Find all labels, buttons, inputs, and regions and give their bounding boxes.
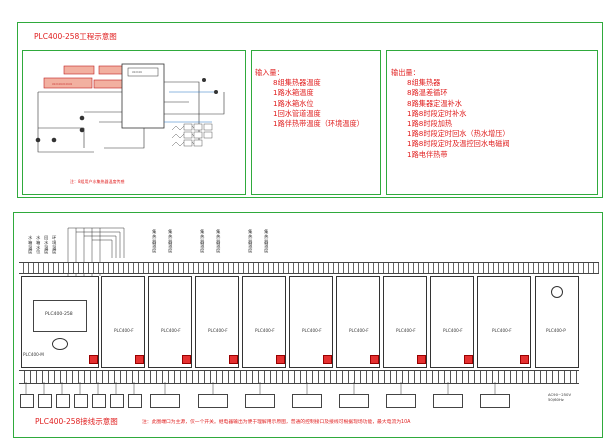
- svg-text:▭▭▭: ▭▭▭: [132, 70, 142, 74]
- schematic-title: PLC400-258工程示意图: [34, 32, 117, 41]
- sensor-label: 水箱温度: [28, 235, 33, 255]
- output-device: [292, 394, 322, 408]
- top-terminal-strip: [19, 262, 599, 274]
- output-device: [198, 394, 228, 408]
- input-item: 8组集热器温度: [273, 78, 321, 88]
- status-led-icon: [182, 355, 191, 364]
- extension-module: [148, 276, 192, 368]
- ext-module-label: PLC400-F: [492, 328, 512, 333]
- input-item: 1路水箱水位: [273, 98, 314, 108]
- extension-module: [477, 276, 531, 368]
- extension-module: [430, 276, 474, 368]
- extension-module: [383, 276, 427, 368]
- power-indicator-icon: [551, 286, 563, 298]
- ext-module-label: PLC400-F: [114, 328, 134, 333]
- outputs-heading: 输出量：: [391, 68, 420, 77]
- output-item: 8路温差循环: [407, 88, 448, 98]
- extension-module: [336, 276, 380, 368]
- status-led-icon: [89, 355, 98, 364]
- wiring-caption: PLC400-258接线示意图: [35, 417, 118, 426]
- output-device: [245, 394, 275, 408]
- engineering-schematic: ▭▭▭ ▭▭▭▭▭▭: [35, 63, 225, 153]
- top-frame: [17, 22, 603, 198]
- keypad-icon: [52, 338, 68, 350]
- status-led-icon: [464, 355, 473, 364]
- output-item: 1路电伴热带: [407, 149, 448, 159]
- wiring-frame: [13, 212, 603, 438]
- input-item: 1回水管道温度: [273, 108, 321, 118]
- ext-sensor-label: 集热器温度: [152, 229, 157, 254]
- ext-sensor-label: 集热器温度: [168, 229, 173, 254]
- ext-sensor-label: 集热器温度: [216, 229, 221, 254]
- extension-module: [289, 276, 333, 368]
- output-wiring: [25, 382, 496, 394]
- ext-module-label: PLC400-F: [255, 328, 275, 333]
- status-led-icon: [323, 355, 332, 364]
- input-item: 1路伴热带温度（环境温度）: [273, 119, 364, 129]
- status-led-icon: [370, 355, 379, 364]
- ext-sensor-label: 集热器温度: [264, 229, 269, 254]
- output-device: [92, 394, 106, 408]
- ext-sensor-label: 集热器温度: [200, 229, 205, 254]
- output-device: [480, 394, 510, 408]
- power-module: [535, 276, 579, 368]
- output-device: [20, 394, 34, 408]
- ext-module-label: PLC400-F: [443, 328, 463, 333]
- schematic-panel: [22, 50, 246, 195]
- main-module-screen: [33, 300, 87, 332]
- inputs-heading: 输入量：: [255, 68, 284, 77]
- output-item: 8组集热器: [407, 78, 441, 88]
- inputs-list: 输入量： 8组集热器温度 1路水箱温度 1路水箱水位 1回水管道温度 1路伴热带…: [255, 68, 364, 129]
- ext-module-label: PLC400-F: [161, 328, 181, 333]
- main-module-label: PLC400-258: [45, 312, 73, 317]
- status-led-icon: [276, 355, 285, 364]
- output-device: [150, 394, 180, 408]
- bottom-terminal-strip: [19, 370, 579, 384]
- outputs-list: 输出量： 8组集热器 8路温差循环 8路集器定温补水 1路8时段定时补水 1路8…: [391, 68, 510, 160]
- output-device: [56, 394, 70, 408]
- output-device: [128, 394, 142, 408]
- extension-module: [195, 276, 239, 368]
- status-led-icon: [135, 355, 144, 364]
- sensor-label: 水箱水位: [36, 235, 41, 255]
- main-module-sub: PLC400-M: [23, 352, 44, 357]
- ext-sensor-label: 集热器温度: [248, 229, 253, 254]
- ext-module-label: PLC400-F: [396, 328, 416, 333]
- output-device: [38, 394, 52, 408]
- output-item: 1路8时段定时及温控回水电磁阀: [407, 139, 510, 149]
- sensor-label: 回水温度: [44, 235, 49, 255]
- output-device: [74, 394, 88, 408]
- output-device: [110, 394, 124, 408]
- svg-text:▭▭▭▭▭▭: ▭▭▭▭▭▭: [52, 82, 72, 86]
- inputs-panel: [251, 50, 381, 195]
- outputs-panel: [386, 50, 598, 195]
- output-device: [339, 394, 369, 408]
- status-led-icon: [229, 355, 238, 364]
- input-item: 1路水箱温度: [273, 88, 314, 98]
- status-led-icon: [417, 355, 426, 364]
- power-input-label: AC90~250V 50/60Hz: [548, 392, 572, 402]
- schematic-note: 注：8组用户水集热器温度传感: [70, 179, 125, 184]
- output-item: 8路集器定温补水: [407, 98, 462, 108]
- extension-module: [242, 276, 286, 368]
- status-led-icon: [520, 355, 529, 364]
- ext-module-label: PLC400-F: [349, 328, 369, 333]
- output-item: 1路8时段定时回水（热水增压）: [407, 129, 510, 139]
- output-item: 1路8时段定时补水: [407, 108, 467, 118]
- power-module-label: PLC400-P: [546, 328, 566, 333]
- ext-module-label: PLC400-F: [208, 328, 228, 333]
- sensor-label: 环境温度: [52, 235, 57, 255]
- extension-module: [101, 276, 145, 368]
- wiring-note: 注：此圈端口为主源，仅一个开关。继电器输出为便于理解用示原图，普通的控制接口及接…: [142, 420, 411, 425]
- output-device: [433, 394, 463, 408]
- ext-module-label: PLC400-F: [302, 328, 322, 333]
- output-item: 1路8时段加热: [407, 119, 453, 129]
- output-device: [386, 394, 416, 408]
